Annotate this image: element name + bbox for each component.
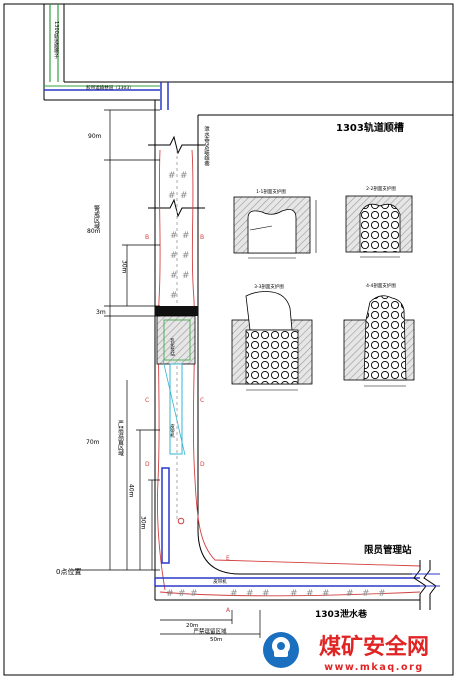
point-marker	[177, 517, 185, 525]
dimension-lines	[70, 109, 261, 638]
section-figure-1: 1-1剖面支护图	[233, 188, 317, 259]
equipment-label: 乳化泵站	[170, 337, 175, 358]
blue-conveyor-vertical	[161, 467, 170, 564]
belt-label-horizontal: 皮带机	[213, 578, 227, 585]
working-face-block: 乳化泵站	[155, 306, 198, 365]
svg-text:#: #	[170, 231, 178, 241]
zone-upper-label: 警戒区域	[93, 204, 100, 229]
section-1-label: 1-1剖面支护图	[256, 188, 286, 195]
dim-30m-upper: 30m	[121, 260, 128, 274]
top-left-roadway	[43, 4, 453, 101]
bottom-roadway-label: 1303泄水巷	[315, 608, 368, 620]
section-2-label: 2-2剖面支护图	[366, 185, 396, 192]
watermark	[263, 632, 299, 668]
station-label: 限员管理站	[364, 544, 412, 556]
side-roadway-label: 泄水巷36联络巷	[203, 125, 210, 166]
bolt-marks: # # # # # # # # # # # # # # # # # # # # # # #	[166, 171, 386, 599]
cyan-conveyor	[162, 359, 186, 456]
dim-30m-lower: 30m	[140, 516, 147, 530]
marker-d-right: D	[200, 461, 205, 468]
section-figure-2: 2-2剖面支护图	[345, 185, 413, 258]
section-4-label: 4-4剖面支护图	[366, 282, 396, 289]
section-figure-3: 3-3剖面支护图	[231, 283, 313, 391]
svg-text:#: #	[182, 271, 190, 281]
marker-e-top: E	[226, 555, 230, 562]
svg-text:#: #	[178, 589, 186, 599]
zone-bottom-label: 严禁逗留区域	[193, 627, 227, 635]
outer-frame	[3, 3, 454, 676]
dim-80m: 80m	[87, 228, 101, 235]
dim-70m: 70m	[86, 439, 100, 446]
svg-text:#: #	[182, 251, 190, 261]
station-symbol	[412, 560, 440, 610]
svg-text:#: #	[230, 589, 238, 599]
marker-c-right: C	[200, 397, 204, 404]
watermark-url: www.mkaq.org	[324, 662, 424, 673]
marker-b-right: B	[200, 234, 204, 241]
svg-text:#: #	[170, 291, 178, 301]
watermark-title: 煤矿安全网	[319, 634, 429, 660]
top-roadway-label: 胶带运输巷道（1303）	[86, 84, 133, 91]
marker-a-bottom: A	[226, 607, 231, 614]
marker-d-left: D	[145, 461, 150, 468]
svg-text:#: #	[166, 589, 174, 599]
zero-point-label: 0点位置	[56, 567, 81, 576]
section-figure-4: 4-4剖面支护图	[343, 282, 415, 387]
dim-90m: 90m	[88, 133, 102, 140]
main-roadway	[148, 82, 453, 601]
zone-middle-label: 严禁逗留区域	[117, 420, 124, 456]
svg-text:#: #	[346, 589, 354, 599]
svg-text:#: #	[378, 589, 386, 599]
dim-20m: 20m	[186, 623, 198, 629]
section-markers: B B C C D D E A	[145, 234, 231, 614]
svg-text:#: #	[190, 589, 198, 599]
marker-c-left: C	[145, 397, 149, 404]
svg-text:#: #	[246, 589, 254, 599]
belt-label-vertical: 皮带机	[170, 423, 175, 439]
section-3-label: 3-3剖面支护图	[254, 283, 284, 290]
svg-text:#: #	[182, 231, 190, 241]
dim-50m: 50m	[210, 637, 222, 643]
svg-text:#: #	[180, 191, 188, 201]
marker-b-left: B	[145, 234, 149, 241]
svg-text:#: #	[306, 589, 314, 599]
svg-text:#: #	[170, 271, 178, 281]
svg-text:#: #	[262, 589, 270, 599]
svg-text:#: #	[168, 191, 176, 201]
svg-text:#: #	[290, 589, 298, 599]
svg-text:#: #	[362, 589, 370, 599]
svg-text:#: #	[168, 171, 176, 181]
svg-text:#: #	[170, 251, 178, 261]
dim-40m: 40m	[128, 484, 135, 498]
svg-text:#: #	[322, 589, 330, 599]
dim-3m: 3m	[96, 309, 106, 316]
left-roadway-label: 1300轨道顺槽子	[53, 21, 59, 59]
main-title: 1303轨道顺槽	[336, 121, 404, 134]
svg-text:#: #	[180, 171, 188, 181]
